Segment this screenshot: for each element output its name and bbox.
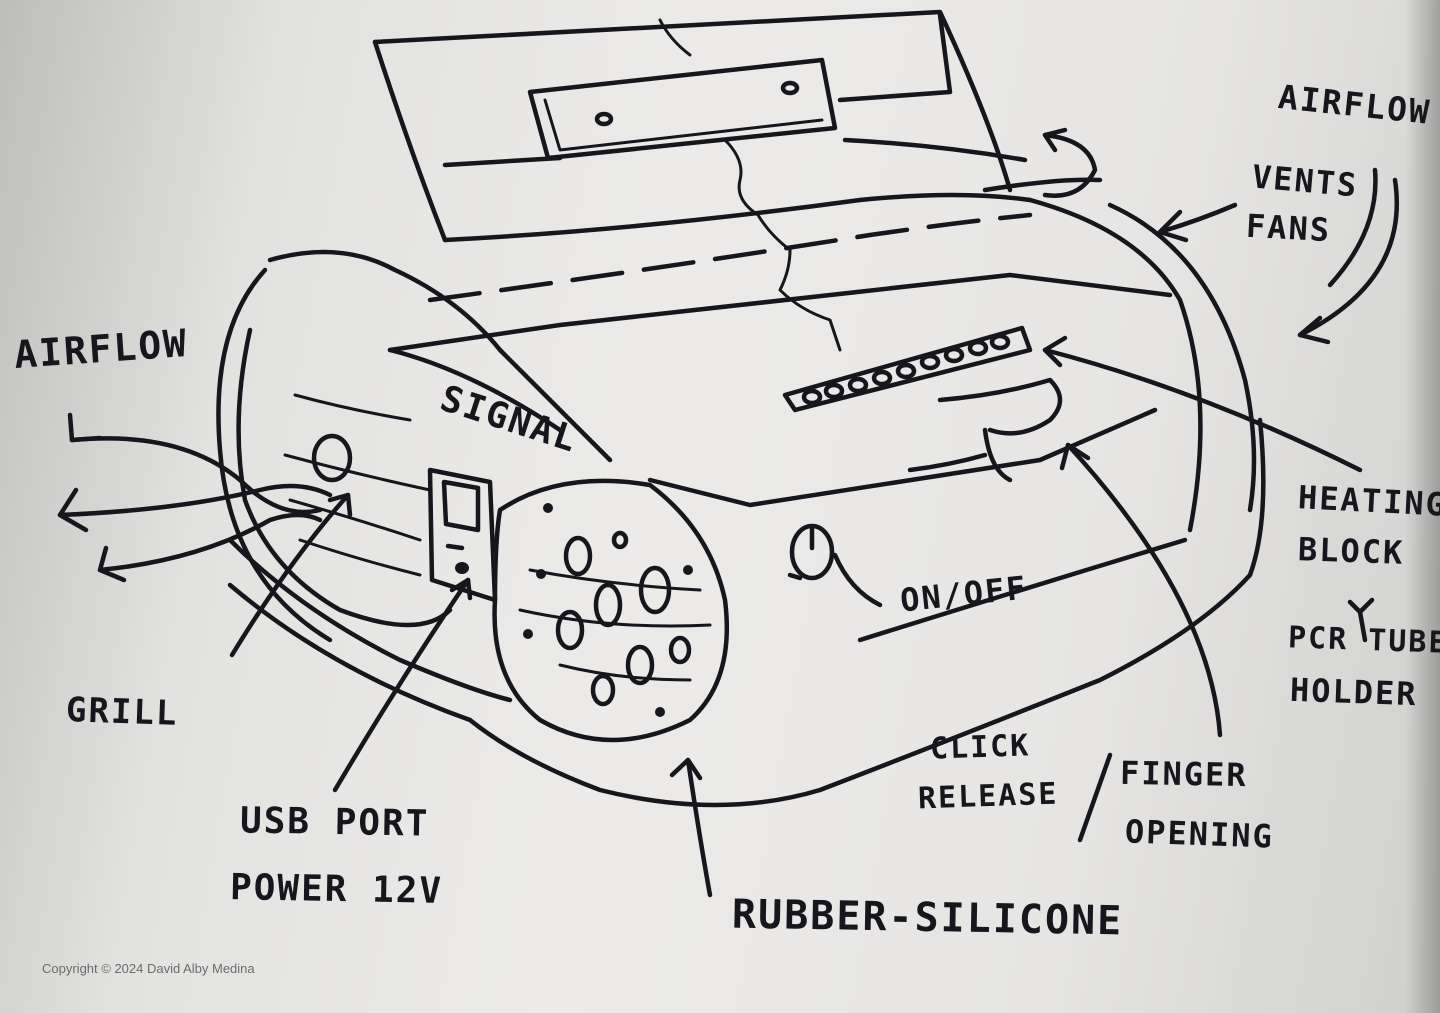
label-click: CLICK xyxy=(929,728,1031,767)
lid xyxy=(372,9,1103,243)
label-grill: GRILL xyxy=(65,690,180,734)
ports-panel xyxy=(427,467,498,603)
label-heating: HEATING xyxy=(1297,478,1440,524)
leader-arrows xyxy=(229,202,1375,898)
grill-cap xyxy=(236,327,453,628)
finger-opening xyxy=(907,377,1063,483)
airflow-arrows-left xyxy=(57,412,333,583)
cable-line xyxy=(723,138,842,352)
power-knob xyxy=(787,523,835,581)
label-rubber-silicone: RUBBER-SILICONE xyxy=(731,891,1124,945)
rubber-cap xyxy=(492,478,730,743)
label-usb-port: USB PORT xyxy=(239,800,430,845)
paper-edge-shadow xyxy=(1405,0,1440,1013)
label-fans: FANS xyxy=(1245,206,1332,250)
lid-handle xyxy=(527,57,838,161)
label-release: RELEASE xyxy=(917,776,1059,817)
label-power: POWER 12V xyxy=(229,867,444,912)
copyright-notice: Copyright © 2024 David Alby Medina xyxy=(42,961,255,976)
airflow-arrows-right xyxy=(1042,127,1400,345)
label-finger: FINGER xyxy=(1119,753,1248,795)
label-vents: VENTS xyxy=(1250,157,1360,205)
pcr-slots xyxy=(782,325,1033,413)
label-holder: HOLDER xyxy=(1289,670,1419,714)
device-body xyxy=(216,192,1266,808)
label-pcr-tube: PCR TUBE xyxy=(1287,620,1440,661)
label-block: BLOCK xyxy=(1297,530,1405,572)
label-opening: OPENING xyxy=(1124,812,1275,856)
label-airflow-left: AIRFLOW xyxy=(12,320,190,378)
